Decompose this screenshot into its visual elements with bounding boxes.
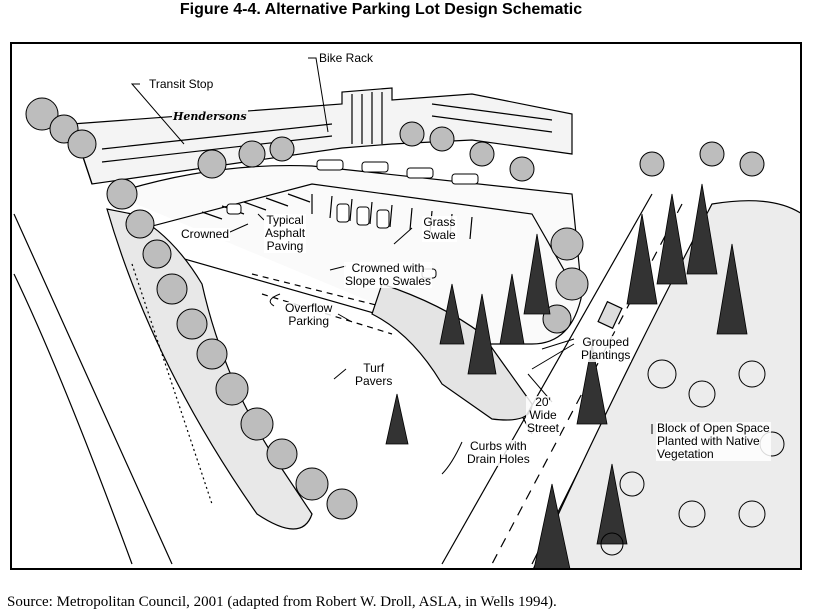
label-open-space-block: Block of Open Space Planted with Native … <box>656 421 771 461</box>
parked-cars <box>226 159 479 279</box>
label-crowned-with-slope: Crowned with Slope to Swales <box>344 261 433 288</box>
label-overflow-parking: Overflow Parking <box>284 301 334 328</box>
label-20-wide-street: 20' Wide Street <box>526 395 561 435</box>
deciduous-trees <box>25 97 765 520</box>
store-sign: Hendersons <box>172 110 248 123</box>
label-turf-pavers: Turf Pavers <box>354 361 394 388</box>
label-bike-rack: Bike Rack <box>318 51 375 65</box>
figure-title: Figure 4-4. Alternative Parking Lot Desi… <box>179 1 583 18</box>
left-road-edge-inner <box>13 273 133 565</box>
label-curbs-with-drain-holes: Curbs with Drain Holes <box>466 439 531 466</box>
open-space-shrubs <box>600 359 785 556</box>
store-building <box>71 87 573 185</box>
label-typical-asphalt-paving: Typical Asphalt Paving <box>264 213 307 253</box>
label-grouped-plantings: Grouped Plantings <box>580 335 632 362</box>
schematic-frame: Bike Rack Transit Stop Hendersons Crowne… <box>10 42 802 570</box>
label-transit-stop: Transit Stop <box>148 77 215 91</box>
center-planting-island <box>371 283 533 421</box>
left-road-edge <box>13 213 173 565</box>
label-crowned: Crowned <box>180 227 231 241</box>
label-grass-swale: Grass Swale <box>422 215 457 242</box>
evergreen-trees <box>385 183 748 568</box>
parking-lot-illustration <box>13 57 800 568</box>
source-citation: Source: Metropolitan Council, 2001 (adap… <box>7 594 557 610</box>
